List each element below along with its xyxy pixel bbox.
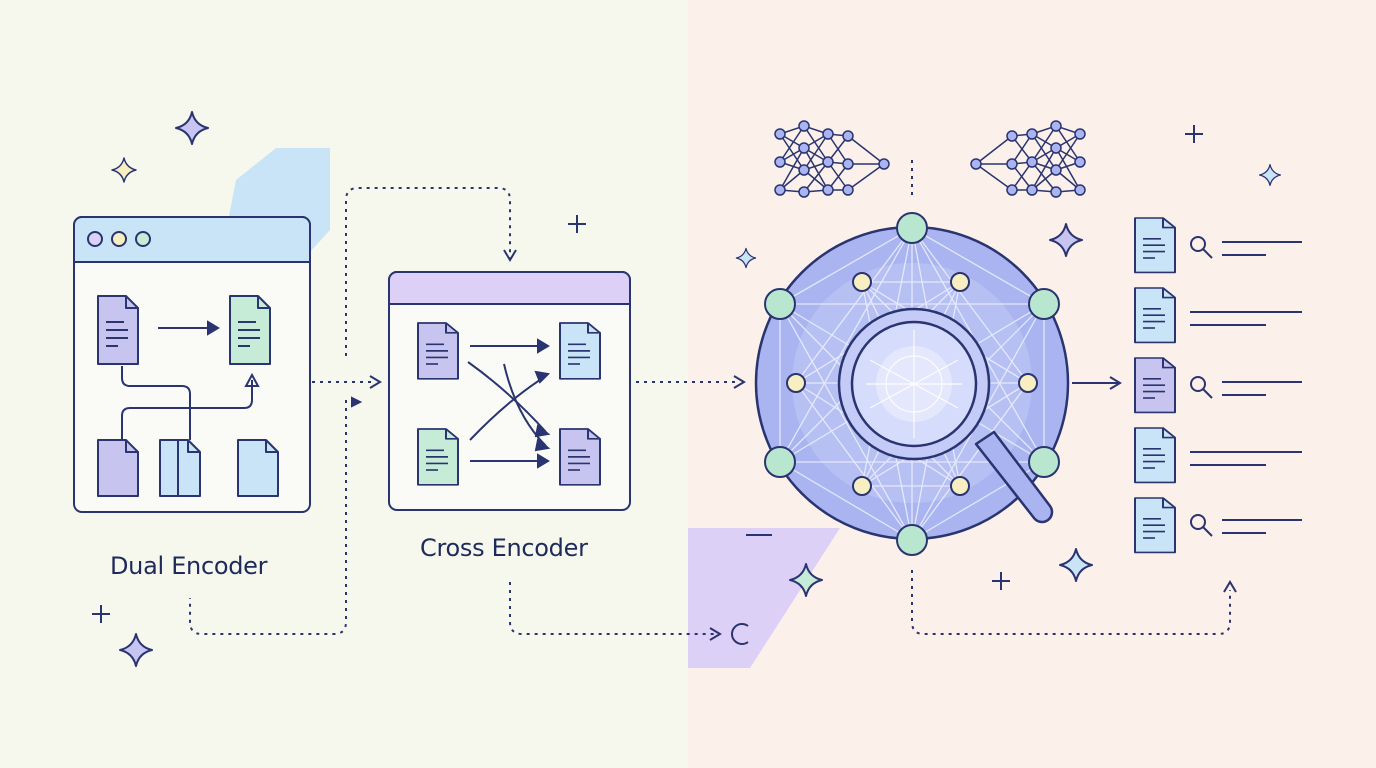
document-icon	[97, 439, 139, 497]
document-icon	[97, 295, 139, 365]
document-icon	[417, 428, 459, 486]
arrow-icon	[158, 320, 220, 336]
sparkle-icon	[119, 633, 153, 667]
document-icon	[559, 428, 601, 486]
retrieval-sphere	[754, 212, 1070, 556]
result-item	[1134, 287, 1302, 344]
magnifier-icon	[837, 307, 1054, 524]
plus-icon	[1184, 124, 1204, 144]
sparkle-icon	[1059, 548, 1093, 582]
result-item	[1134, 497, 1302, 554]
document-icon	[1134, 287, 1176, 344]
sparkle-icon	[1049, 223, 1083, 257]
document-icon	[1134, 217, 1176, 274]
plus-icon	[567, 214, 587, 234]
dual-connector-lines	[121, 366, 260, 440]
document-icon	[229, 295, 271, 365]
document-icon	[159, 439, 201, 497]
plus-icon	[991, 571, 1011, 591]
result-item	[1134, 427, 1302, 484]
document-icon	[237, 439, 279, 497]
sparkle-icon	[1258, 163, 1282, 187]
cross-attention-arrows	[467, 338, 551, 469]
magnifier-icon	[1190, 514, 1213, 537]
sparkle-icon	[735, 247, 757, 269]
sparkle-icon	[175, 111, 209, 145]
magnifier-icon	[1190, 376, 1213, 399]
sphere-nodes	[764, 212, 1060, 556]
magnifier-icon	[1190, 236, 1213, 259]
neural-network-icon	[970, 120, 1086, 198]
plus-icon	[91, 604, 111, 624]
document-icon	[559, 322, 601, 380]
document-icon	[1134, 357, 1176, 414]
document-icon	[1134, 427, 1176, 484]
lavender-band-shape	[688, 528, 840, 668]
arrow-icon	[1072, 376, 1122, 390]
result-item	[1134, 357, 1302, 414]
band-curl	[731, 623, 749, 645]
neural-network-icon	[774, 120, 890, 198]
ranked-results-list	[1134, 217, 1302, 554]
window-dots-icon	[87, 231, 151, 247]
connector-arrowheads	[351, 249, 1237, 641]
document-icon	[417, 322, 459, 380]
dotted-flow-connectors	[189, 160, 1231, 635]
cross-encoder-window	[388, 271, 631, 511]
document-icon	[1134, 497, 1176, 554]
sparkle-icon	[111, 157, 137, 183]
dual-encoder-window	[73, 216, 311, 513]
result-item	[1134, 217, 1302, 274]
dual-encoder-label: Dual Encoder	[110, 552, 268, 580]
cross-encoder-label: Cross Encoder	[420, 534, 588, 562]
